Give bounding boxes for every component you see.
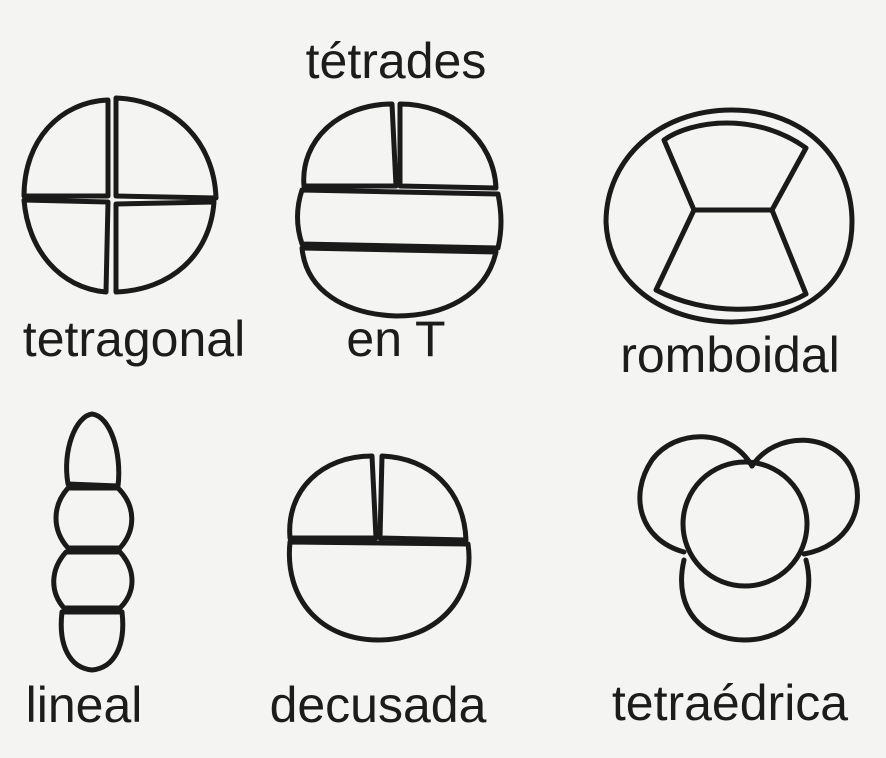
tetrad-tetragonal (21, 95, 219, 295)
lineal-cell-1 (64, 411, 122, 489)
tetrad-lineal (51, 411, 135, 673)
label-tetragonal: tetragonal (23, 311, 245, 367)
tetrad-decusada (286, 453, 472, 643)
label-lineal: lineal (26, 677, 143, 733)
tetraedrica-cell-left (637, 434, 755, 555)
en-t-cell-bottom (299, 245, 499, 319)
en-t-cell-top-right (397, 101, 499, 191)
tetragonal-cell-bottom-left (21, 197, 111, 295)
tetragonal-cell-top-left (21, 97, 111, 199)
label-decusada: decusada (270, 677, 487, 733)
tetragonal-cell-bottom-right (113, 199, 217, 295)
lineal-cell-2 (53, 485, 135, 551)
en-t-cell-top-left (301, 101, 399, 189)
tetraedrica-cell-right (749, 437, 860, 557)
en-t-cell-middle (295, 187, 504, 251)
diagram-title: tétrades (306, 33, 487, 89)
tetragonal-cell-top-right (113, 95, 219, 201)
romboidal-outline (603, 107, 855, 325)
decusada-cell-bottom (286, 539, 472, 643)
label-tetraedrica: tetraédrica (612, 675, 848, 731)
tetraedrica-cell-front (680, 459, 810, 589)
tetraedrica-cell-bottom (679, 557, 812, 643)
tetrad-romboidal (603, 107, 855, 325)
lineal-cell-3 (51, 549, 135, 611)
romboidal-cell-top (661, 120, 809, 213)
label-romboidal: romboidal (620, 327, 840, 383)
tetrad-tetraedrica (637, 434, 860, 643)
decusada-cell-top-right (377, 453, 469, 543)
label-en-t: en T (346, 311, 445, 367)
tetrad-en-t (295, 101, 504, 319)
lineal-cell-4 (58, 609, 126, 673)
decusada-cell-top-left (287, 453, 379, 541)
romboidal-cell-bottom (653, 207, 809, 312)
